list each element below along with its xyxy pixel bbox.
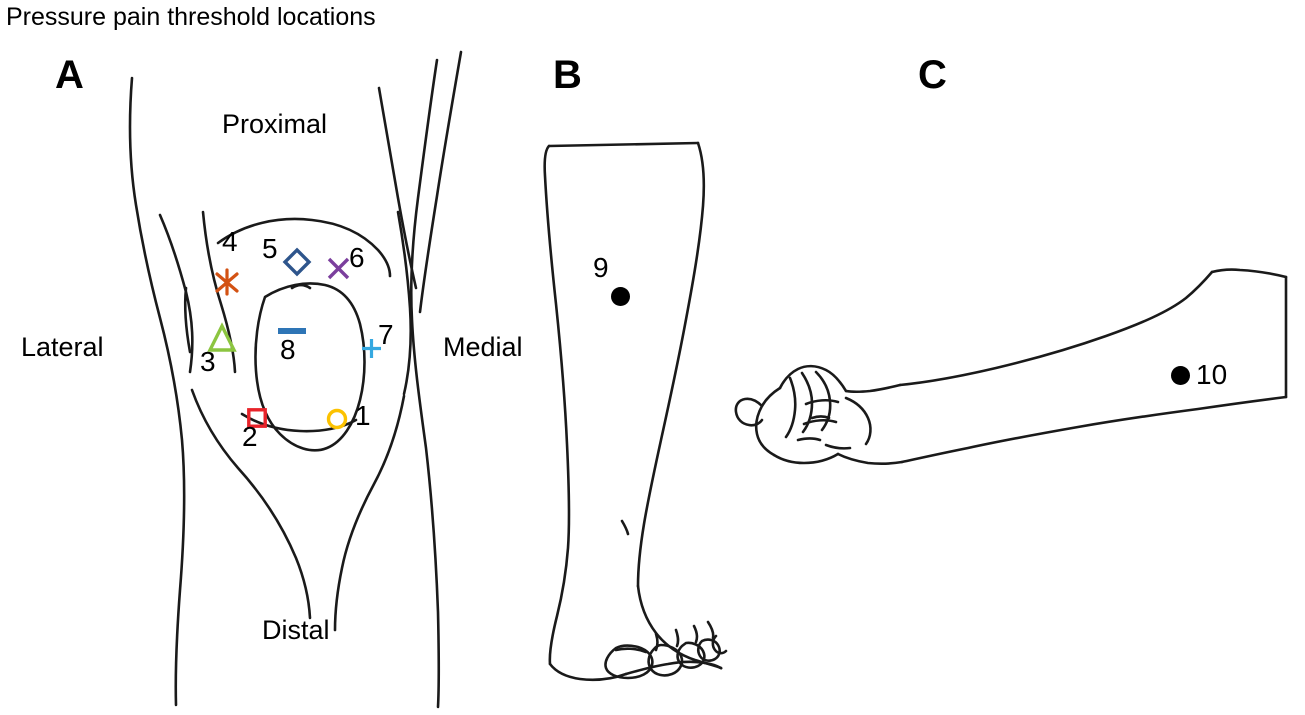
dot-filled-icon: [611, 287, 630, 306]
marker-label-5: 5: [262, 233, 278, 264]
figure-title: Pressure pain threshold locations: [6, 3, 376, 31]
marker-4-asterisk[interactable]: [212, 267, 242, 297]
orientation-label-proximal: Proximal: [222, 109, 328, 139]
marker-label-7: 7: [378, 319, 394, 350]
marker-label-2: 2: [242, 421, 258, 452]
marker-label-3: 3: [200, 346, 216, 377]
marker-6-x-cross[interactable]: [325, 255, 352, 282]
square-open-icon: [247, 408, 267, 428]
dash-icon: [278, 328, 306, 334]
marker-3-triangle[interactable]: [207, 322, 237, 354]
marker-7-plus[interactable]: [359, 336, 384, 361]
marker-9-dot[interactable]: [609, 285, 632, 308]
orientation-label-lateral: Lateral: [21, 332, 104, 362]
asterisk-icon: [215, 268, 239, 296]
circle-open-icon: [326, 408, 348, 430]
panel-letter-a: A: [55, 53, 84, 97]
marker-1-circle[interactable]: [325, 407, 349, 431]
marker-label-6: 6: [349, 242, 365, 273]
marker-8-dash[interactable]: [276, 324, 308, 336]
marker-2-square[interactable]: [245, 406, 269, 430]
orientation-label-distal: Distal: [262, 615, 330, 645]
panel-letter-b: B: [553, 53, 582, 97]
plus-icon: [362, 339, 381, 358]
diamond-open-icon: [282, 247, 312, 277]
panel-letter-c: C: [918, 53, 947, 97]
orientation-label-medial: Medial: [443, 332, 523, 362]
marker-label-8: 8: [280, 334, 296, 365]
x-cross-icon: [327, 257, 350, 280]
marker-5-diamond[interactable]: [282, 247, 312, 277]
marker-10-dot[interactable]: [1169, 364, 1192, 387]
dot-filled-icon: [1171, 366, 1190, 385]
marker-label-4: 4: [222, 226, 238, 257]
marker-label-9: 9: [593, 252, 609, 283]
marker-label-10: 10: [1196, 359, 1228, 390]
triangle-open-icon: [207, 322, 237, 352]
marker-label-1: 1: [355, 400, 371, 431]
